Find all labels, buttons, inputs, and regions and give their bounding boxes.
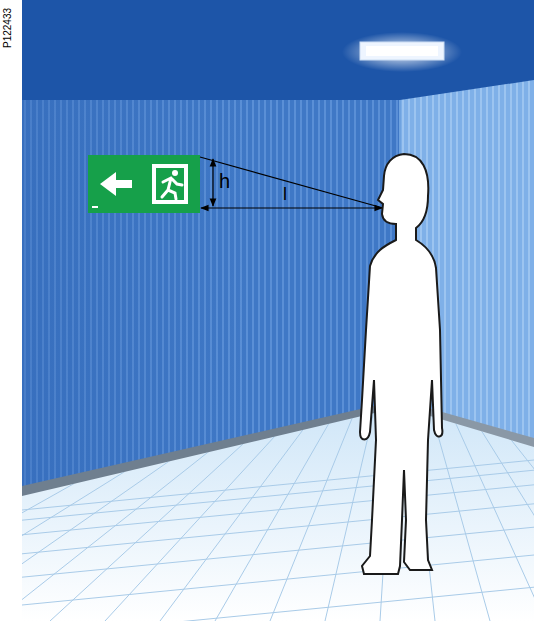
height-arrow [212,159,213,206]
height-label: h [219,170,230,192]
ceiling [22,0,534,105]
floor-tiles [0,412,534,621]
baseboard [22,400,400,496]
floor [22,405,534,621]
distance-arrow [201,207,382,208]
distance-label: l [283,184,287,204]
drawing-number: P122433 [2,8,14,48]
ceiling-light [360,42,444,60]
ceiling-light-panel [366,46,438,56]
exit-sign [88,155,200,213]
light-glow [342,32,462,72]
sight-line [200,157,383,208]
person-silhouette [360,154,442,574]
